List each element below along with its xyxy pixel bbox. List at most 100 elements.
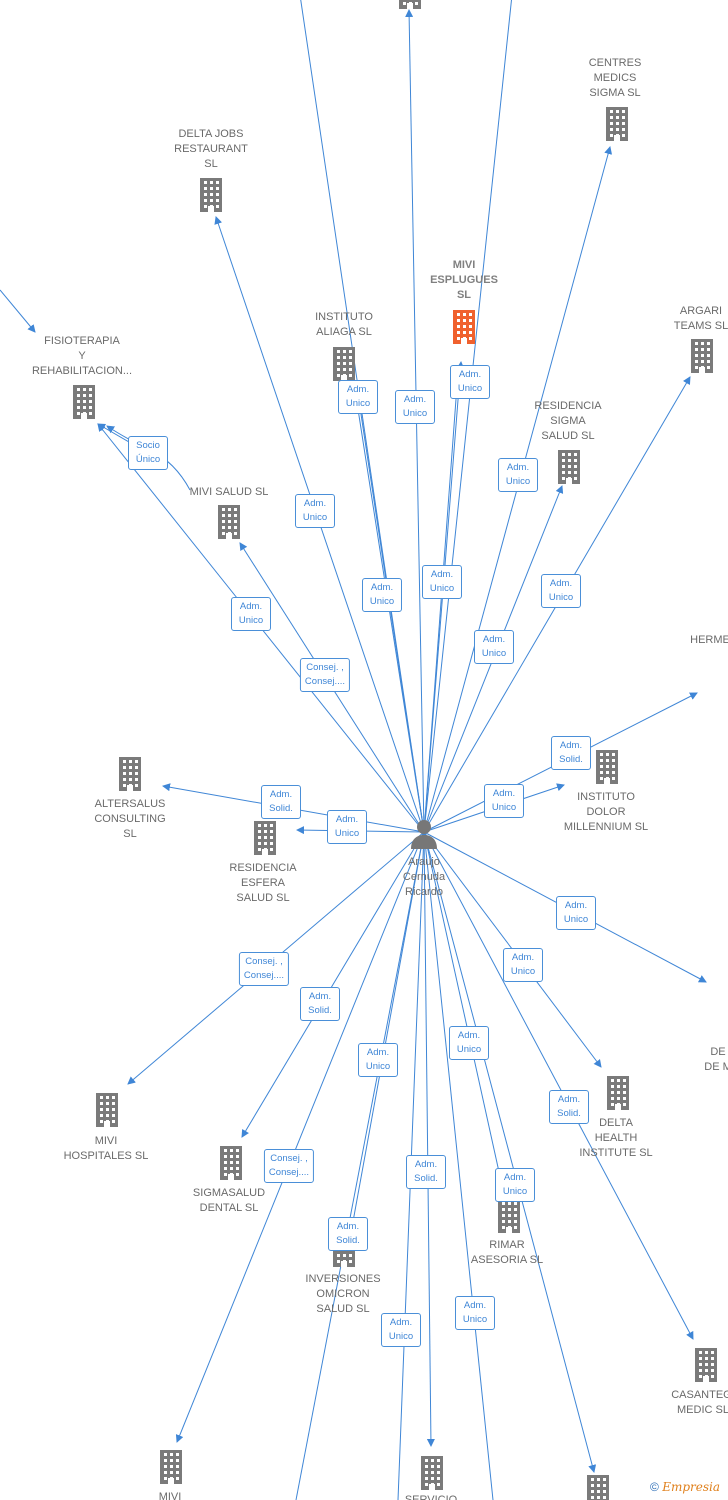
building-icon bbox=[252, 821, 278, 860]
center-person-name: Araujo Cernuda Ricardo bbox=[402, 856, 446, 898]
edge-label-e-bottom-b[interactable]: Adm. Unico bbox=[455, 1296, 495, 1330]
edge-line bbox=[423, 831, 494, 1500]
edge-line bbox=[423, 831, 597, 1473]
building-icon bbox=[585, 1475, 611, 1500]
company-node-argari[interactable]: ARGARI TEAMS SL bbox=[636, 304, 728, 334]
edge-label-e-casantegi[interactable]: Adm. Solid. bbox=[549, 1090, 589, 1124]
building-icon bbox=[693, 1348, 719, 1387]
company-name: MIVI ESPLUGUES SL bbox=[430, 259, 498, 301]
edge-label-e-delta-health[interactable]: Adm. Unico bbox=[503, 948, 543, 982]
company-name: MIVI SALUD SL bbox=[189, 486, 269, 498]
edge-label-e-hermes[interactable]: Adm. Solid. bbox=[551, 736, 591, 770]
company-node-sigmasalud[interactable]: SIGMASALUD DENTAL SL bbox=[164, 1186, 294, 1216]
company-node-servicios[interactable]: SERVICIO bbox=[366, 1493, 496, 1500]
building-icon bbox=[218, 1146, 244, 1185]
company-node-fisioterapia[interactable]: FISIOTERAPIA Y REHABILITACION... bbox=[17, 334, 147, 379]
person-icon bbox=[411, 820, 437, 849]
building-icon bbox=[496, 1199, 522, 1238]
edge-label-e-mivi-bottom[interactable]: Consej. , Consej.... bbox=[263, 1149, 315, 1183]
edge-line bbox=[423, 831, 694, 1340]
building-icon bbox=[604, 107, 630, 146]
edge-label-e-sigmasalud[interactable]: Adm. Solid. bbox=[300, 987, 340, 1021]
company-node-mivi-bottom[interactable]: MIVI bbox=[105, 1490, 235, 1500]
edge-label-e-rimar[interactable]: Adm. Unico bbox=[495, 1168, 535, 1202]
company-node-residencia-sigma[interactable]: RESIDENCIA SIGMA SALUD SL bbox=[503, 399, 633, 444]
company-node-instituto-dolor[interactable]: INSTITUTO DOLOR MILLENNIUM SL bbox=[541, 790, 671, 835]
edge-label-e-de-m[interactable]: Adm. Unico bbox=[556, 896, 596, 930]
brand-logo[interactable]: Empresia bbox=[662, 1480, 720, 1494]
edge-label-e-servicios[interactable]: Adm. Solid. bbox=[406, 1155, 446, 1189]
edge-label-e-inversiones-upper[interactable]: Adm. Unico bbox=[358, 1043, 398, 1077]
company-node-mivi-hospitales[interactable]: MIVI HOSPITALES SL bbox=[41, 1134, 171, 1164]
company-node-mivi-esplugues[interactable]: MIVI ESPLUGUES SL bbox=[399, 258, 529, 303]
company-node-mivi-salud[interactable]: MIVI SALUD SL bbox=[164, 485, 294, 500]
building-icon bbox=[216, 505, 242, 544]
edge-label-e-mivi-esplugues[interactable]: Adm. Unico bbox=[450, 365, 490, 399]
building-icon bbox=[397, 0, 423, 14]
edge-label-e-mivi-esplugues-lower[interactable]: Adm. Unico bbox=[422, 565, 462, 599]
company-name: DELTA JOBS RESTAURANT SL bbox=[174, 128, 248, 170]
edge-label-e-rimar-upper[interactable]: Adm. Unico bbox=[449, 1026, 489, 1060]
company-node-casantegi[interactable]: CASANTEGI MEDIC SL bbox=[638, 1388, 728, 1418]
edge-label-e-residencia-sigma[interactable]: Adm. Unico bbox=[474, 630, 514, 664]
building-icon bbox=[158, 1450, 184, 1489]
edge-label-e-aliaga[interactable]: Adm. Unico bbox=[338, 380, 378, 414]
company-name: RIMAR ASESORIA SL bbox=[470, 1239, 544, 1266]
edge-label-e-argari[interactable]: Adm. Unico bbox=[541, 574, 581, 608]
edge-line bbox=[175, 831, 425, 1443]
building-icon bbox=[71, 385, 97, 424]
edge-label-e-instituto-dolor[interactable]: Adm. Unico bbox=[484, 784, 524, 818]
company-name: ARGARI TEAMS SL bbox=[673, 305, 728, 332]
edge-label-e-top[interactable]: Adm. Unico bbox=[395, 390, 435, 424]
center-person[interactable]: Araujo Cernuda Ricardo bbox=[390, 818, 458, 900]
company-node-rimar[interactable]: RIMAR ASESORIA SL bbox=[442, 1238, 572, 1268]
edge-label-e-fisioterapia[interactable]: Adm. Unico bbox=[231, 597, 271, 631]
edge-label-e-mivi-salud[interactable]: Consej. , Consej.... bbox=[299, 658, 351, 692]
company-name: MIVI bbox=[158, 1491, 182, 1500]
edge-label-e-socio[interactable]: Socio Único bbox=[128, 436, 168, 470]
company-node-instituto-aliaga[interactable]: INSTITUTO ALIAGA SL bbox=[279, 310, 409, 340]
building-icon bbox=[689, 339, 715, 378]
edge-label-e-aliaga-lower[interactable]: Adm. Unico bbox=[362, 578, 402, 612]
company-node-de-m[interactable]: DE DE M bbox=[653, 1045, 728, 1075]
edge-line bbox=[423, 0, 512, 833]
company-node-centres-medics[interactable]: CENTRES MEDICS SIGMA SL bbox=[550, 56, 680, 101]
company-name: ALTERSALUS CONSULTING SL bbox=[94, 798, 166, 840]
copyright-symbol: © bbox=[650, 1480, 659, 1494]
company-node-residencia-esfera[interactable]: RESIDENCIA ESFERA SALUD SL bbox=[198, 861, 328, 906]
company-node-inversiones[interactable]: INVERSIONES OMICRON SALUD SL bbox=[278, 1272, 408, 1317]
building-icon bbox=[594, 750, 620, 789]
company-node-delta-health[interactable]: DELTA HEALTH INSTITUTE SL bbox=[551, 1116, 681, 1161]
company-node-delta-jobs[interactable]: DELTA JOBS RESTAURANT SL bbox=[146, 127, 276, 172]
edge-label-e-residencia-sigma-upper[interactable]: Adm. Unico bbox=[498, 458, 538, 492]
company-name: HERME bbox=[690, 634, 728, 646]
building-icon bbox=[117, 757, 143, 796]
company-name: SERVICIO bbox=[404, 1494, 458, 1500]
company-name: INSTITUTO DOLOR MILLENNIUM SL bbox=[563, 791, 649, 833]
building-icon bbox=[94, 1093, 120, 1132]
edge-line bbox=[241, 831, 425, 1138]
edge-label-e-inversiones[interactable]: Adm. Solid. bbox=[328, 1217, 368, 1251]
edge-label-e-bottom-a[interactable]: Adm. Unico bbox=[381, 1313, 421, 1347]
company-name: MIVI HOSPITALES SL bbox=[63, 1135, 149, 1162]
edge-line bbox=[423, 831, 506, 1191]
building-icon bbox=[331, 347, 357, 386]
company-node-hermes[interactable]: HERME bbox=[645, 633, 728, 648]
company-name: DELTA HEALTH INSTITUTE SL bbox=[579, 1117, 653, 1159]
edge-label-e-delta-jobs[interactable]: Adm. Unico bbox=[295, 494, 335, 528]
building-icon bbox=[198, 178, 224, 217]
company-name: RESIDENCIA ESFERA SALUD SL bbox=[229, 862, 297, 904]
company-name: CASANTEGI MEDIC SL bbox=[671, 1389, 728, 1416]
company-name: SIGMASALUD DENTAL SL bbox=[192, 1187, 266, 1214]
edge-label-e-altersalus[interactable]: Adm. Solid. bbox=[261, 785, 301, 819]
edge-line bbox=[423, 831, 435, 1447]
company-node-altersalus[interactable]: ALTERSALUS CONSULTING SL bbox=[65, 797, 195, 842]
edge-line bbox=[423, 371, 462, 833]
edge-line bbox=[0, 289, 36, 333]
building-icon bbox=[451, 310, 477, 349]
edge-line bbox=[295, 831, 425, 1500]
company-name: RESIDENCIA SIGMA SALUD SL bbox=[534, 400, 602, 442]
edge-label-e-residencia-esfera[interactable]: Adm. Unico bbox=[327, 810, 367, 844]
edge-label-e-mivi-hospitales[interactable]: Consej. , Consej.... bbox=[238, 952, 290, 986]
building-icon bbox=[419, 1456, 445, 1495]
